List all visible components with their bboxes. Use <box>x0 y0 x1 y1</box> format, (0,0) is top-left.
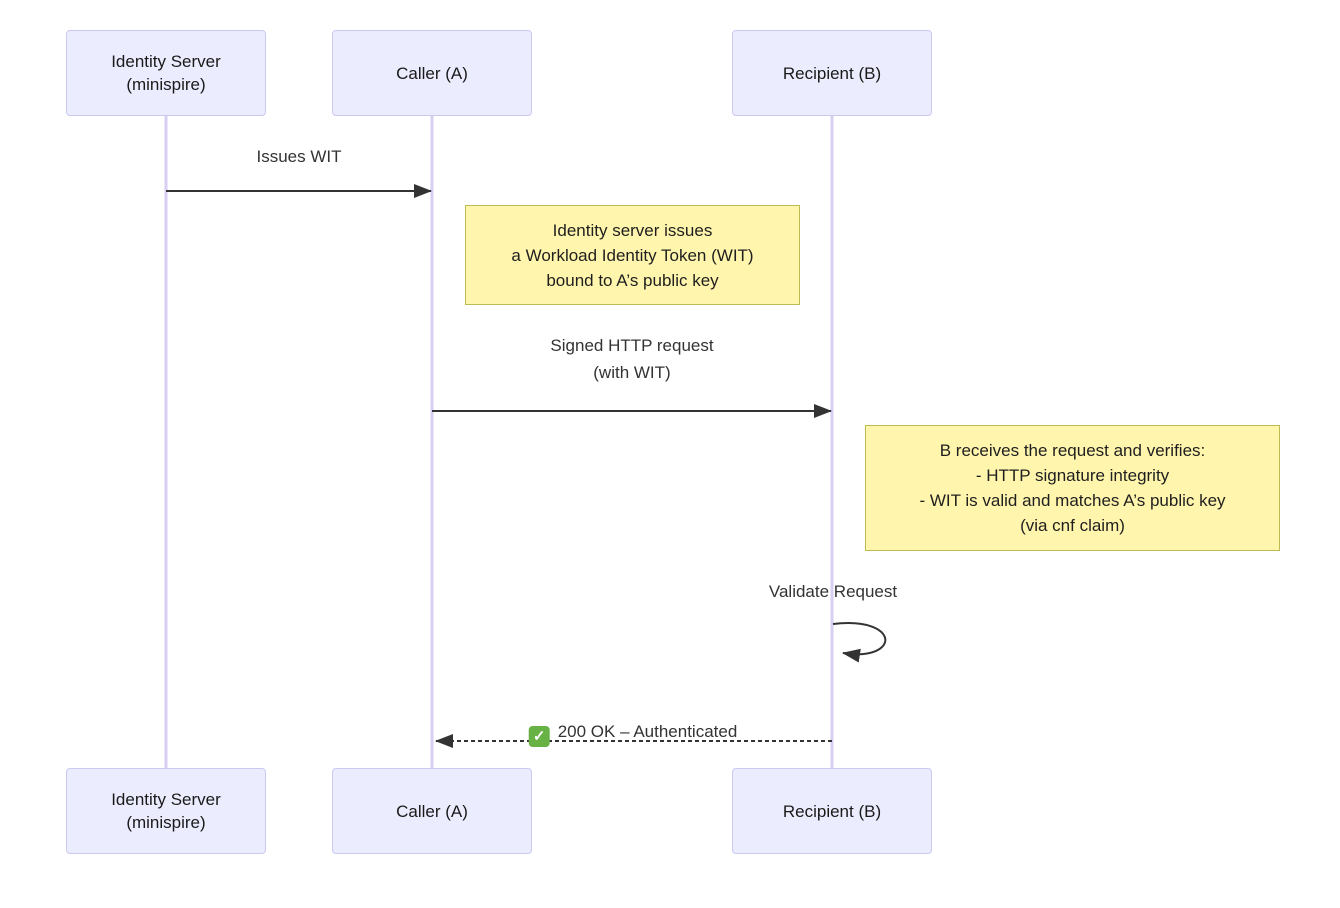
actor-top-identity-server: Identity Server (minispire) <box>66 30 266 116</box>
actor-top-caller-a: Caller (A) <box>332 30 532 116</box>
white-check-mark-icon: ✓ <box>528 726 550 747</box>
message-label-200-ok: ✓ 200 OK – Authenticated <box>528 691 738 747</box>
arrow-validate-request-self-loop <box>832 622 887 663</box>
actor-bottom-caller-a: Caller (A) <box>332 768 532 854</box>
actor-bottom-identity-server: Identity Server (minispire) <box>66 768 266 854</box>
message-label-signed-http-request: Signed HTTP request (with WIT) <box>550 336 714 382</box>
note-identity-server-issues-wit: Identity server issues a Workload Identi… <box>465 205 800 305</box>
note-b-receives-and-verifies: B receives the request and verifies: - H… <box>865 425 1280 551</box>
actor-top-recipient-b: Recipient (B) <box>732 30 932 116</box>
message-label-200-ok-text: 200 OK – Authenticated <box>557 722 738 741</box>
message-label-validate-request: Validate Request <box>768 582 898 601</box>
message-label-issues-wit: Issues WIT <box>256 147 342 166</box>
actor-bottom-recipient-b: Recipient (B) <box>732 768 932 854</box>
